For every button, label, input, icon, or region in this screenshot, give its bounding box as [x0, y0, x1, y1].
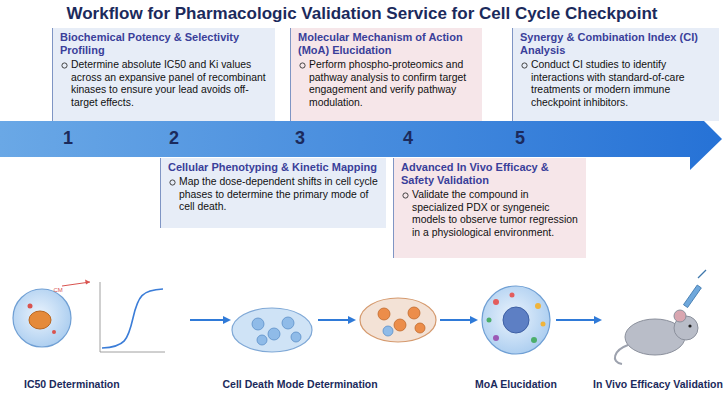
protein-dot	[510, 293, 515, 298]
box-heading: Biochemical Potency & Selectivity Profil…	[60, 31, 269, 57]
cell-blob	[257, 335, 267, 345]
protein-dot	[493, 335, 499, 341]
cell-blob	[415, 323, 425, 333]
illustration-caption: IC50 Determination	[24, 378, 120, 390]
syringe	[683, 285, 701, 308]
cell-blob	[383, 326, 393, 336]
flow-arrow	[440, 319, 472, 321]
bullet-symbol	[61, 62, 68, 69]
arrow-head	[223, 316, 231, 324]
cell-illustration	[13, 289, 71, 347]
protein-dot	[531, 337, 537, 343]
cell-blob	[394, 319, 406, 331]
protein-dot	[535, 303, 541, 309]
box-body: Map the dose-dependent shifts in cell cy…	[179, 176, 380, 214]
diagram-title: Workflow for Pharmacologic Validation Se…	[0, 4, 724, 24]
flow-arrow	[556, 319, 596, 321]
petri-dish	[360, 298, 436, 342]
cell-blob	[408, 307, 420, 319]
step-number: 2	[169, 128, 179, 149]
cell-nucleus	[29, 311, 51, 329]
bullet-item: Conduct CI studies to identify interacti…	[520, 59, 713, 109]
box-body: Validate the compound in specialized PDX…	[412, 189, 580, 239]
step-number: 5	[515, 128, 525, 149]
process-box: Biochemical Potency & Selectivity Profil…	[52, 28, 275, 121]
axis-line	[100, 282, 101, 352]
box-body: Perform phospho-proteomics and pathway a…	[309, 59, 476, 109]
bullet-item: Perform phospho-proteomics and pathway a…	[298, 59, 476, 109]
arrow-head	[594, 316, 602, 324]
bullet-item: Validate the compound in specialized PDX…	[401, 189, 580, 239]
bullet-ring	[522, 63, 527, 68]
bullet-symbol	[402, 192, 409, 199]
petri-dish	[232, 308, 312, 352]
illustration-caption: In Vivo Efficacy Validation	[593, 378, 723, 390]
process-box: Synergy & Combination Index (CI) Analysi…	[512, 28, 719, 121]
protein-dot	[541, 322, 546, 327]
process-box: Advanced In Vivo Efficacy & Safety Valid…	[393, 158, 586, 258]
bullet-symbol	[299, 62, 306, 69]
step-number: 3	[295, 128, 305, 149]
box-heading: Cellular Phenotyping & Kinetic Mapping	[168, 161, 380, 174]
step-number: 4	[403, 128, 413, 149]
cell-illustration	[482, 286, 550, 354]
axis-line	[100, 352, 165, 353]
process-box: Cellular Phenotyping & Kinetic MappingMa…	[160, 158, 386, 228]
bullet-symbol	[521, 62, 528, 69]
cell-blob	[268, 328, 280, 340]
process-box: Molecular Mechanism of Action (MoA) Eluc…	[290, 28, 482, 121]
compound-dot	[28, 304, 33, 309]
arrow-head	[348, 316, 356, 324]
flow-arrow	[190, 319, 225, 321]
box-heading: Synergy & Combination Index (CI) Analysi…	[520, 31, 713, 57]
bullet-item: Map the dose-dependent shifts in cell cy…	[168, 176, 380, 214]
cell-blob	[291, 332, 301, 342]
arrow-head	[470, 316, 478, 324]
cell-blob	[252, 318, 264, 330]
syringe-plunger	[698, 270, 706, 278]
arrow-head	[85, 280, 90, 285]
protein-dot	[493, 299, 499, 305]
bullet-item: Determine absolute IC50 and Ki values ac…	[60, 59, 269, 109]
mouse-eye	[688, 324, 691, 327]
box-body: Conduct CI studies to identify interacti…	[531, 59, 713, 109]
protein-dot	[487, 318, 492, 323]
box-heading: Advanced In Vivo Efficacy & Safety Valid…	[401, 161, 580, 187]
cell-blob	[282, 317, 294, 329]
compound-label: CM	[54, 287, 63, 293]
bullet-ring	[170, 180, 175, 185]
mouse-ear	[674, 310, 686, 322]
box-heading: Molecular Mechanism of Action (MoA) Eluc…	[298, 31, 476, 57]
flow-arrow	[318, 319, 350, 321]
dose-response-curve	[102, 289, 163, 348]
mouse-tail	[615, 345, 628, 364]
bullet-ring	[403, 193, 408, 198]
compound-dot	[52, 330, 56, 334]
illustration-caption: Cell Death Mode Determination	[223, 378, 378, 390]
bullet-ring	[300, 63, 305, 68]
cell-blob	[378, 308, 390, 320]
box-body: Determine absolute IC50 and Ki values ac…	[71, 59, 269, 109]
bullet-symbol	[169, 179, 176, 186]
illustration-caption: MoA Elucidation	[475, 378, 557, 390]
bullet-ring	[62, 63, 67, 68]
step-number: 1	[63, 128, 73, 149]
cell-nucleus	[503, 307, 529, 333]
